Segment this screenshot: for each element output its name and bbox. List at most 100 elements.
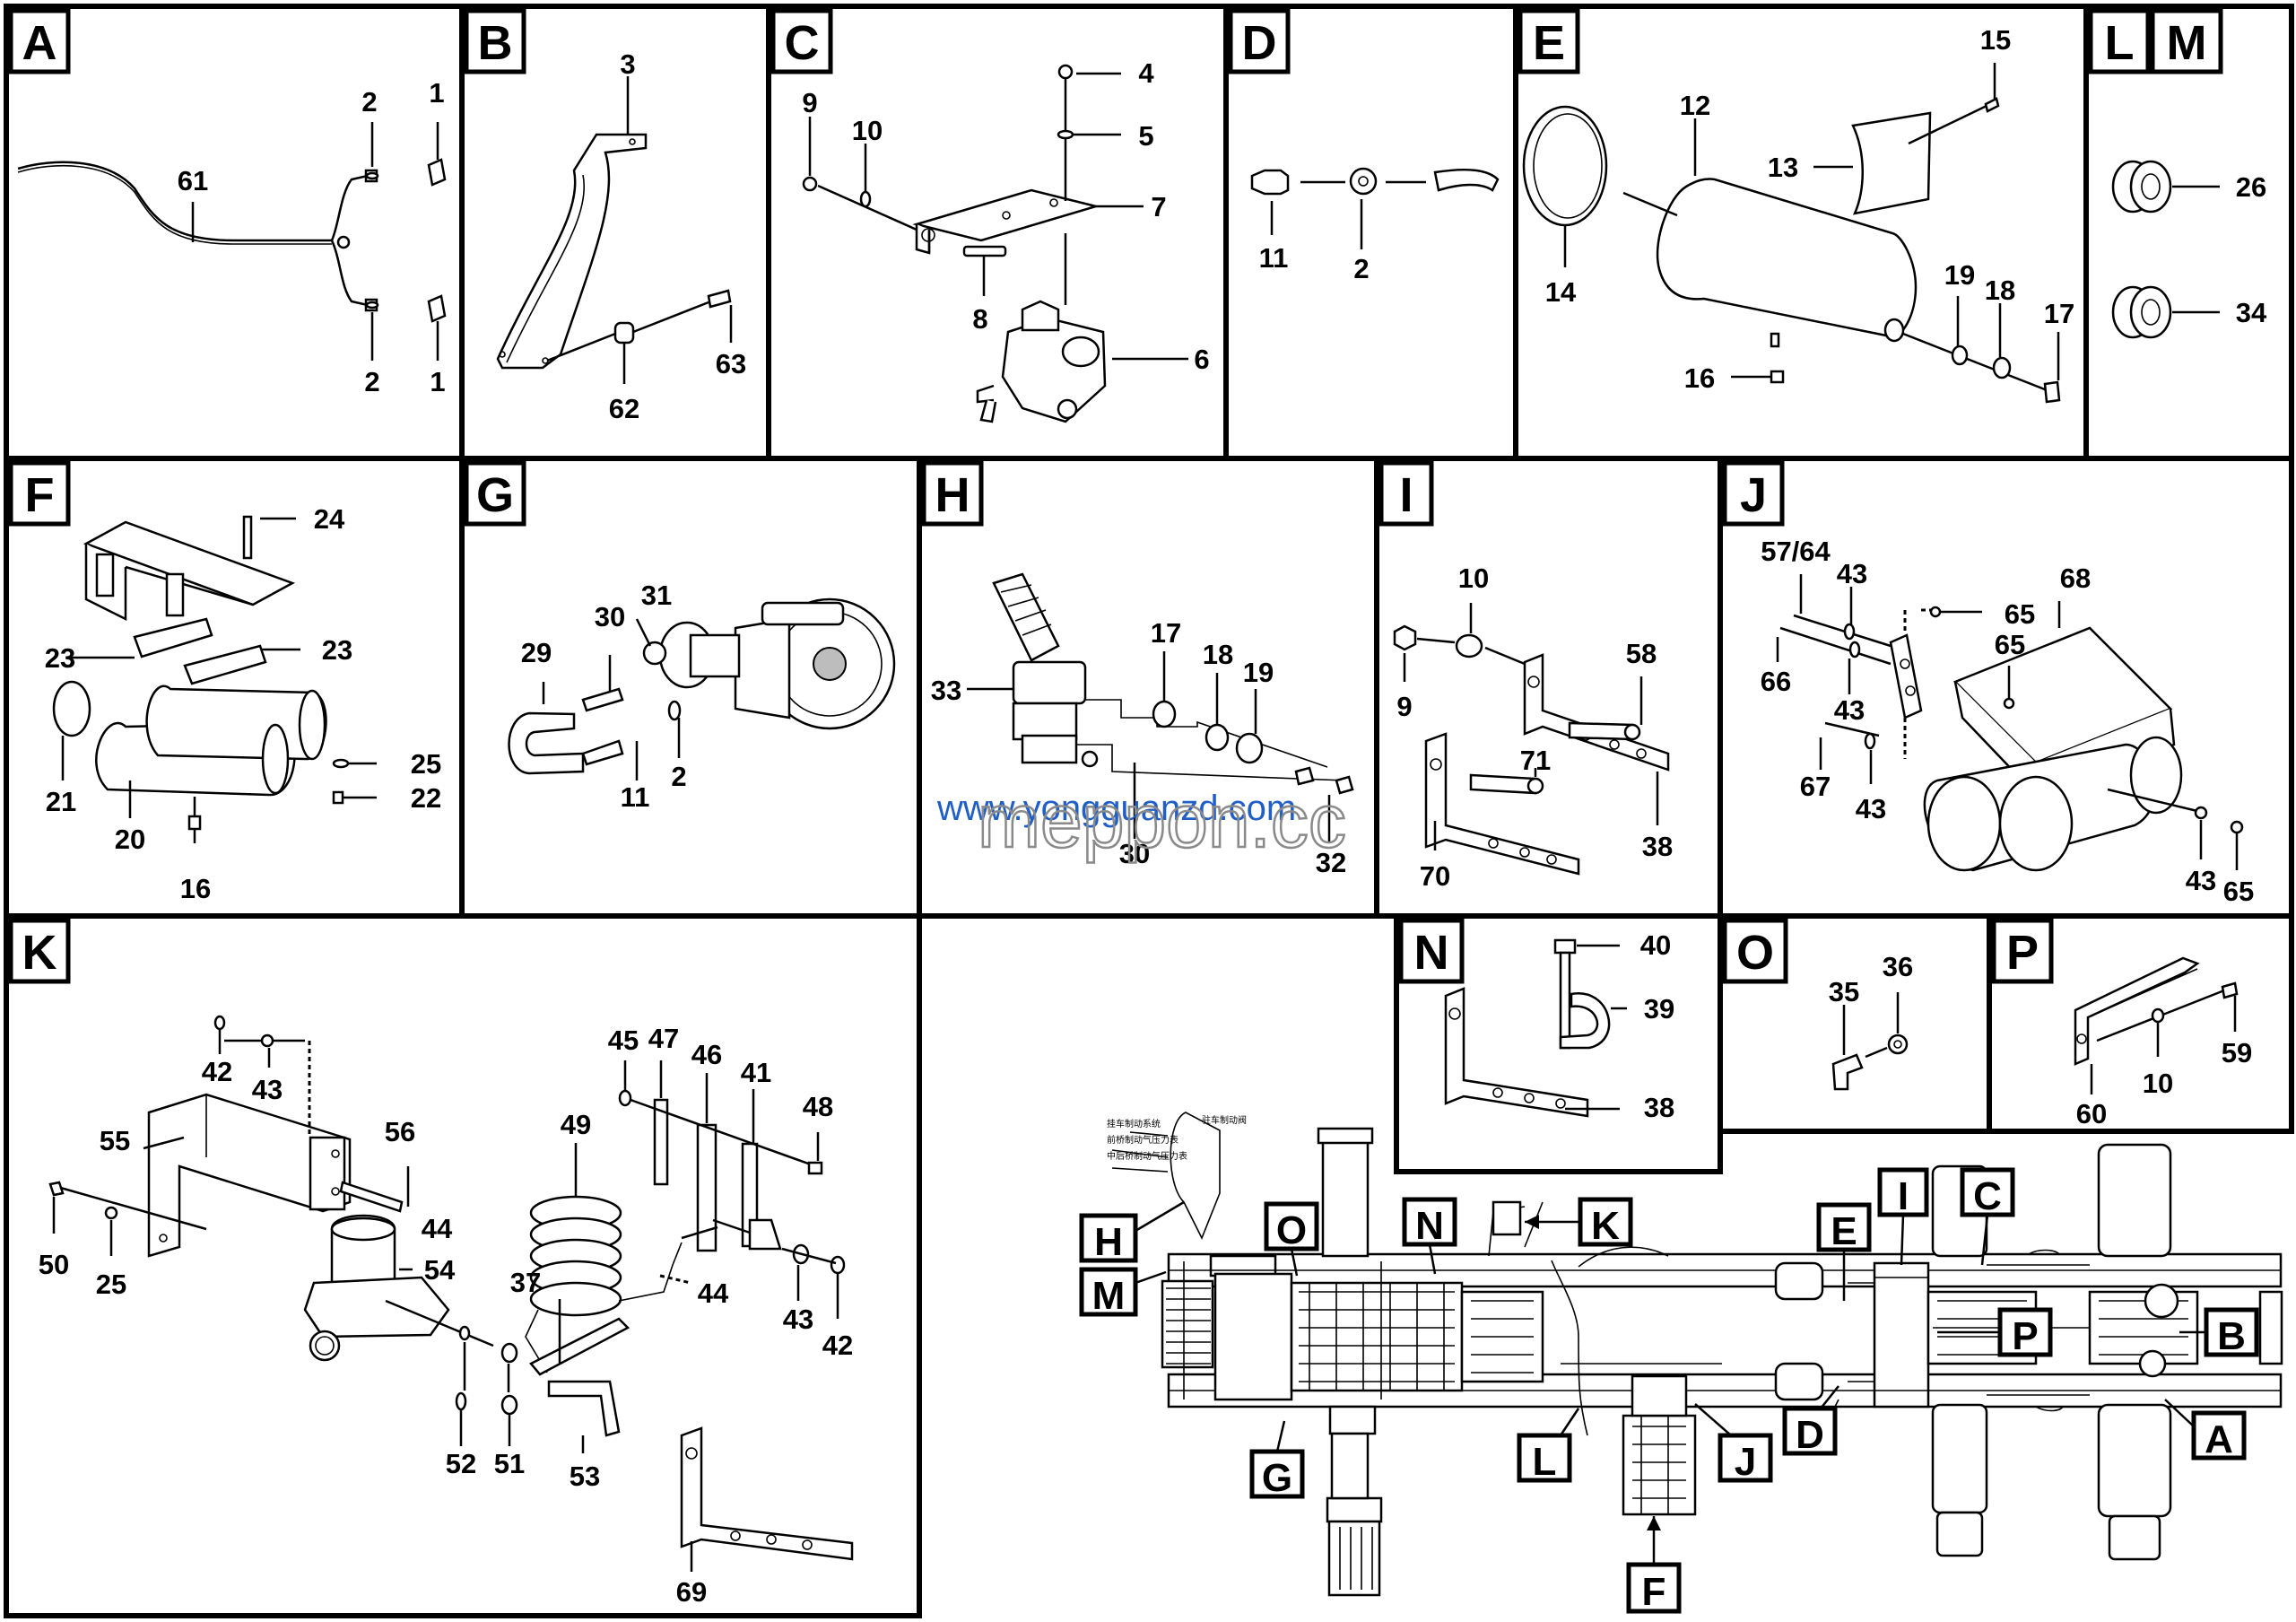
chassis-notes: 挂车制动系统 前桥制动气压力表 中后桥制动气压力表 驻车制动阀 [1107,1114,1247,1162]
chassis-tag-O-label: O [1276,1208,1307,1252]
callout-K-42-top: 42 [202,1056,232,1087]
panel-tag-L: L [2088,8,2151,74]
panel-tag-A: A [8,8,71,74]
panel-O-label: O [1736,926,1774,980]
chassis-tag-A: A [2164,1399,2247,1461]
panel-J-drawing [1776,574,2244,872]
panel-K-label: K [22,926,57,980]
callout-E-19: 19 [1944,259,1975,291]
callout-O-35: 35 [1829,976,1859,1007]
panel-G-drawing [508,597,896,780]
callout-E-17: 17 [2044,298,2074,329]
chassis-tag-N-label: N [1415,1204,1444,1248]
panel-G-callouts: 31 30 29 11 2 [521,580,687,813]
chassis-tag-J-label: J [1735,1440,1756,1484]
callout-G-11: 11 [621,781,650,813]
callout-K-69: 69 [676,1576,707,1608]
panel-tag-J: J [1722,460,1785,527]
chassis-tag-N: N [1402,1197,1457,1275]
chassis-tag-P: P [1937,1307,2053,1358]
callout-K-25: 25 [96,1269,126,1300]
callout-J-43-mid: 43 [1834,694,1865,726]
callout-C-7: 7 [1151,191,1166,222]
panel-P-callouts: 59 10 60 [2076,1037,2252,1129]
callout-G-30: 30 [595,601,625,632]
callout-M-34: 34 [2236,297,2267,328]
chassis-tag-F: F [1626,1516,1682,1614]
callout-K-49: 49 [561,1109,591,1140]
callout-H-30: 30 [1119,838,1150,869]
callout-G-31: 31 [641,580,672,611]
callout-O-36: 36 [1883,951,1913,982]
panel-A-label: A [22,16,57,70]
callout-B-62: 62 [609,393,639,424]
callout-J-57-64: 57/64 [1761,536,1831,567]
callout-K-51: 51 [494,1448,525,1479]
callout-K-56: 56 [385,1116,415,1147]
panel-O-callouts: 35 36 [1829,951,1913,1007]
chassis-tag-G: G [1249,1420,1305,1500]
panel-tag-O: O [1722,918,1788,984]
callout-F-22: 22 [411,782,441,814]
panel-E-drawing [1522,63,2061,404]
callout-F-20: 20 [115,824,145,855]
callout-E-12: 12 [1680,90,1710,121]
chassis-tag-H-label: H [1094,1220,1123,1264]
panel-tag-N: N [1398,918,1465,984]
callout-A-2-bottom: 2 [364,366,379,397]
chassis-note-3: 中后桥制动气压力表 [1107,1150,1187,1162]
callout-I-58: 58 [1626,638,1657,669]
callout-E-16: 16 [1684,362,1715,394]
callout-B-63: 63 [716,348,746,379]
callout-A-1-bottom: 1 [430,366,445,397]
panel-P-label: P [2006,926,2039,980]
callout-J-43-top: 43 [1837,558,1867,589]
panel-C-callouts: 4 5 9 10 7 8 6 [802,57,1209,375]
chassis-note-4: 驻车制动阀 [1202,1114,1247,1126]
callout-A-1-top: 1 [429,77,444,109]
callout-I-9: 9 [1396,691,1412,722]
callout-G-2: 2 [671,761,686,792]
chassis-tag-K: K [1525,1197,1633,1248]
callout-I-38: 38 [1642,831,1673,862]
chassis-tag-B: B [2179,1307,2259,1358]
callout-E-14: 14 [1545,276,1577,308]
callout-C-9: 9 [802,87,817,118]
panel-F-label: F [25,468,55,522]
callout-J-65-top: 65 [2005,598,2035,630]
panel-F-callouts: 24 23 23 25 22 21 20 16 [45,503,441,904]
panel-A-callouts: 61 2 1 2 1 [178,77,446,397]
chassis-tag-H: H [1079,1200,1185,1264]
chassis-drawing: 挂车制动系统 前桥制动气压力表 中后桥制动气压力表 驻车制动阀 [1107,1112,2283,1597]
callout-C-4: 4 [1138,57,1154,89]
panel-tag-B: B [464,8,526,74]
callout-K-44-left: 44 [422,1213,453,1244]
chassis-tag-E: E [1816,1202,1872,1301]
chassis-tag-L: L [1517,1408,1580,1484]
callout-E-13: 13 [1768,152,1798,183]
panel-LM-callouts: 26 34 [2236,171,2267,328]
callout-F-25: 25 [411,748,441,780]
chassis-tag-J: J [1694,1403,1773,1484]
panel-N-callouts: 40 39 38 [1640,929,1674,1123]
panel-I-callouts: 10 58 9 71 70 38 [1396,562,1673,892]
panel-H-label: H [935,468,970,522]
callout-B-3: 3 [620,48,635,80]
panel-D-callouts: 11 2 [1259,242,1370,284]
callout-J-43-low: 43 [1856,793,1886,824]
panel-C-label: C [785,16,820,70]
chassis-tag-K-label: K [1591,1204,1620,1248]
chassis-tag-G-label: G [1262,1456,1292,1500]
panel-N-label: N [1414,926,1449,980]
panel-J-callouts: 57/64 43 65 68 66 65 43 67 43 43 65 [1761,536,2254,907]
callout-L-26: 26 [2236,171,2266,203]
panel-D-drawing [1250,167,1500,249]
panel-tags: A B C D E L M F G H I J K N O P [8,8,2223,984]
callout-N-39: 39 [1644,993,1674,1025]
callout-K-44-right: 44 [698,1278,729,1309]
callout-H-17: 17 [1151,617,1181,649]
callout-J-65-right: 65 [2223,876,2254,907]
callout-J-66: 66 [1761,666,1791,697]
panel-tag-C: C [770,8,833,74]
